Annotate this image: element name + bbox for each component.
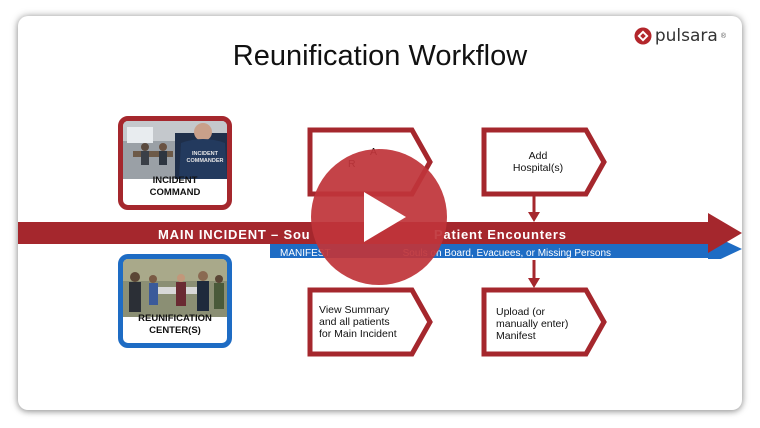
- chevron-line: View Summary: [319, 304, 390, 316]
- reunification-center-photo: [123, 259, 227, 317]
- chevron-bottom-left: [307, 287, 433, 357]
- play-icon: [364, 192, 406, 242]
- slide: Reunification Workflow pulsara® INCIDENT…: [18, 16, 742, 410]
- chevron-line: Hospital(s): [512, 162, 564, 174]
- incident-command-caption: INCIDENT COMMAND: [123, 175, 227, 199]
- chevron-bottom-left-text: View Summary and all patients for Main I…: [319, 304, 397, 340]
- connector-top-head: [528, 212, 540, 222]
- chevron-bottom-right: [481, 287, 607, 357]
- chevron-line: for Main Incident: [319, 328, 397, 340]
- caption-line: INCIDENT: [152, 175, 198, 186]
- chevron-line: manually enter): [496, 318, 569, 330]
- incident-command-card: INCIDENT COMMANDER INCIDENT COMMAND: [118, 116, 232, 210]
- caption-line: CENTER(S): [149, 325, 201, 336]
- slide-title: Reunification Workflow: [232, 40, 528, 72]
- caption-line: REUNIFICATION: [138, 313, 212, 324]
- chevron-line: Manifest: [496, 330, 536, 342]
- caption-line: COMMAND: [149, 187, 201, 198]
- pulsara-logo-icon: [634, 27, 652, 45]
- chevron-line: and all patients: [319, 316, 390, 328]
- play-button[interactable]: [310, 148, 448, 286]
- chevron-top-right: [481, 127, 607, 197]
- incident-command-photo: INCIDENT COMMANDER: [123, 121, 227, 179]
- chevron-top-right-text: Add Hospital(s): [496, 150, 580, 174]
- vest-text-2: COMMANDER: [187, 158, 224, 164]
- chevron-bottom-right-text: Upload (or manually enter) Manifest: [496, 306, 568, 342]
- logo-text: pulsara: [654, 26, 718, 46]
- reunification-center-caption: REUNIFICATION CENTER(S): [123, 313, 227, 337]
- reunification-center-card: REUNIFICATION CENTER(S): [118, 254, 232, 348]
- pulsara-logo: pulsara®: [634, 26, 726, 46]
- vest-text-1: INCIDENT: [192, 151, 219, 157]
- main-incident-label: MAIN INCIDENT – Sou Patient Encounters: [158, 227, 567, 242]
- chevron-line: Add: [528, 150, 548, 162]
- connector-bottom-head: [528, 278, 540, 288]
- logo-registered-mark: ®: [720, 32, 726, 40]
- chevron-line: Upload (or: [496, 306, 546, 318]
